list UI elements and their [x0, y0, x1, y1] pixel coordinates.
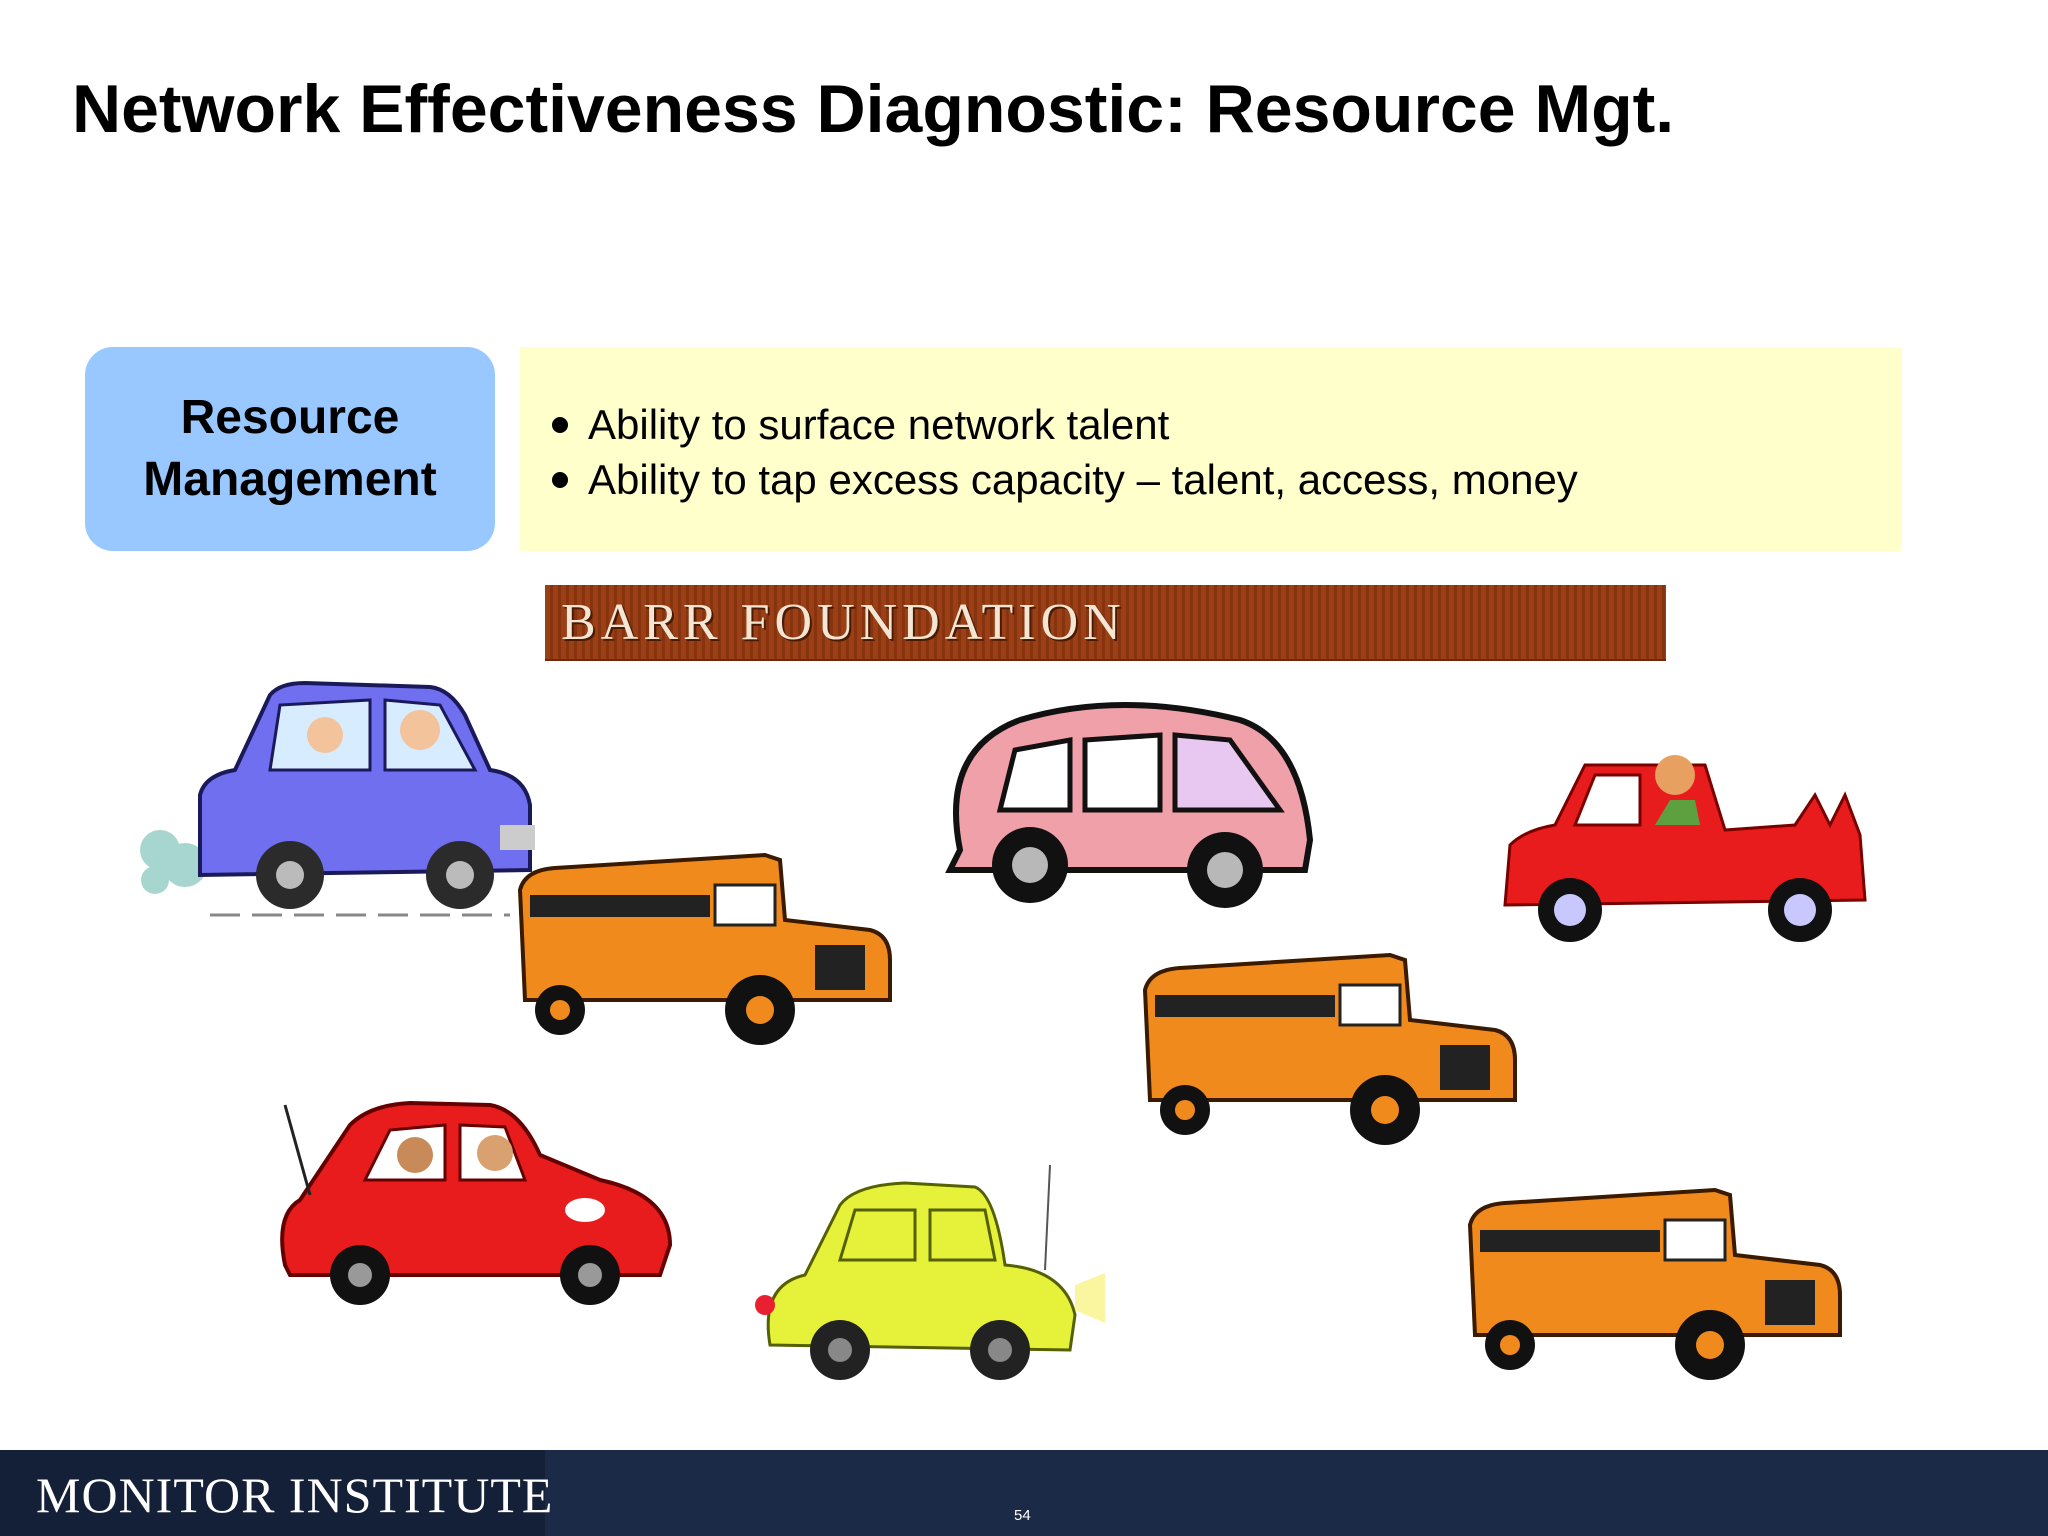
- red-car-icon: [280, 1100, 673, 1305]
- bullet-dot-icon: [552, 471, 568, 488]
- category-label: Resource Management: [143, 391, 437, 506]
- footer-logo-panel: MONITOR INSTITUTE: [0, 1450, 552, 1536]
- yellow-car-icon: [755, 1164, 1105, 1380]
- barr-foundation-banner: BARR FOUNDATION: [545, 585, 1666, 661]
- footer-bar: MONITOR INSTITUTE 54: [0, 1450, 2048, 1536]
- bullet-text: Ability to tap excess capacity – talent,…: [588, 456, 1578, 503]
- red-pickup-icon: [1503, 755, 1867, 942]
- vehicle-clipart: [85, 565, 1915, 1425]
- category-box: Resource Management: [85, 347, 495, 551]
- bullet-item: Ability to tap excess capacity – talent,…: [552, 452, 1578, 507]
- pink-van-icon: [945, 702, 1314, 908]
- barr-foundation-logo: BARR FOUNDATION: [561, 594, 1126, 651]
- bullet-item: Ability to surface network talent: [552, 397, 1578, 452]
- slide-title: Network Effectiveness Diagnostic: Resour…: [72, 71, 1675, 147]
- bullet-dot-icon: [552, 416, 568, 433]
- page-number: 54: [1014, 1507, 1031, 1524]
- school-bus-icon: [517, 852, 892, 1045]
- bullet-text: Ability to surface network talent: [588, 401, 1170, 448]
- bullet-list: Ability to surface network talent Abilit…: [552, 397, 1578, 507]
- bullet-box: Ability to surface network talent Abilit…: [520, 347, 1902, 551]
- monitor-institute-logo: MONITOR INSTITUTE: [36, 1467, 554, 1523]
- school-bus-icon: [1142, 952, 1517, 1145]
- school-bus-icon: [1467, 1187, 1842, 1380]
- blue-car-icon: [140, 680, 535, 917]
